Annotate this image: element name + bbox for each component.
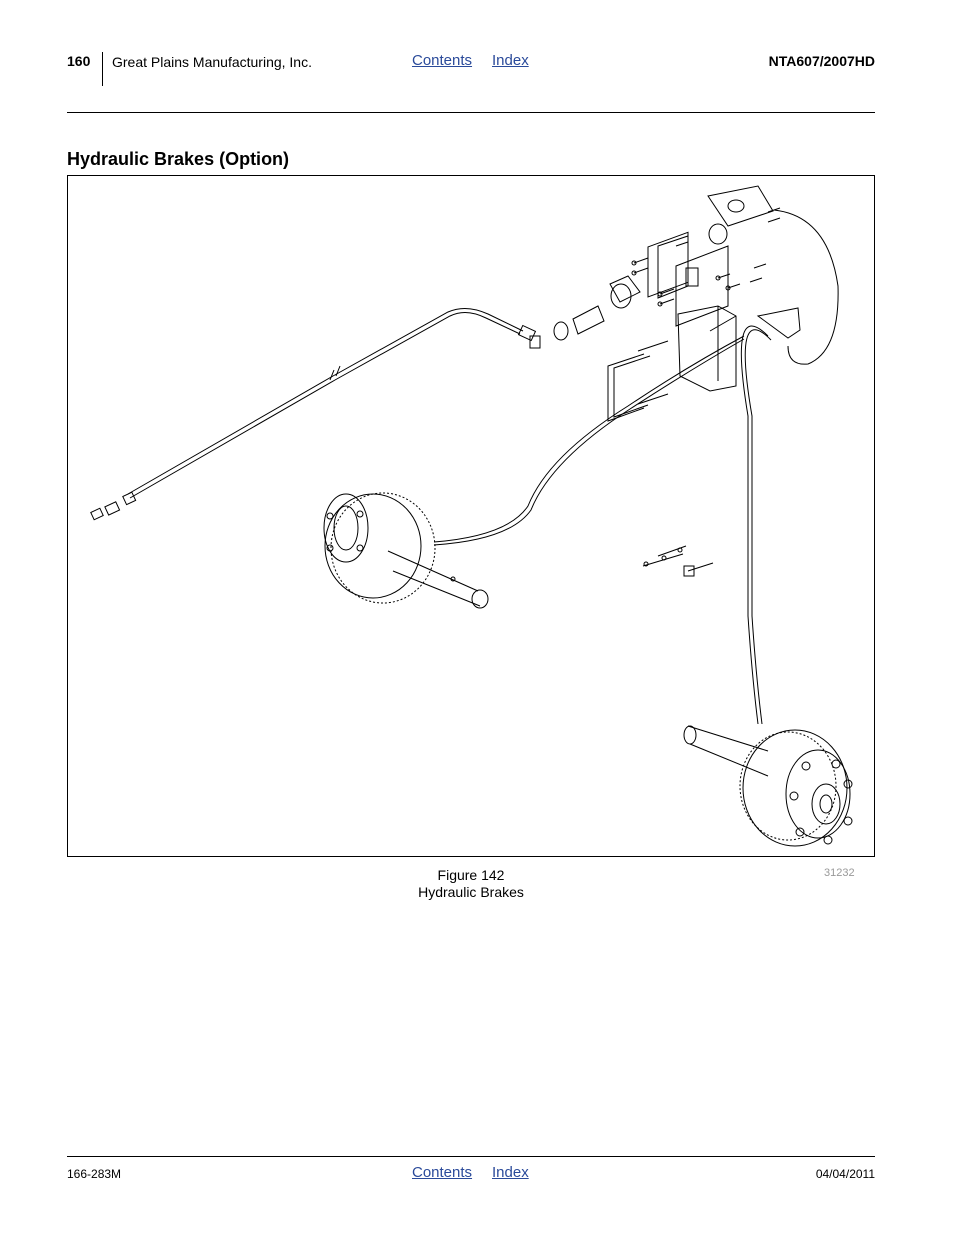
mounting-bracket [677, 305, 737, 392]
page-number: 160 [67, 53, 91, 69]
publication-date: 04/04/2011 [815, 1167, 875, 1181]
model-number: NTA607/2007HD [768, 53, 875, 69]
tee-fitting [517, 324, 541, 349]
header-divider [102, 52, 103, 86]
header-index-link[interactable]: Index [492, 52, 529, 69]
footer-index-link[interactable]: Index [492, 1164, 529, 1181]
document-number: 166-283M [67, 1167, 122, 1181]
hydraulic-brakes-illustration [90, 185, 853, 847]
footer-rule [67, 1156, 875, 1157]
small-hardware-center [642, 545, 714, 577]
brake-line-center [433, 335, 745, 546]
right-brake-drum [683, 725, 853, 847]
brake-line-right [740, 209, 839, 725]
hose-fittings-left [90, 491, 137, 521]
footer-contents-link[interactable]: Contents [412, 1164, 473, 1181]
drawing-id: 31232 [824, 867, 855, 879]
left-brake-drum [323, 492, 489, 609]
bolts-hardware [631, 241, 767, 307]
figure-frame [67, 175, 875, 857]
figure-number: Figure 142 [437, 867, 505, 883]
header-contents-link[interactable]: Contents [412, 52, 473, 69]
section-title: Hydraulic Brakes (Option) [67, 149, 290, 169]
u-bolt [607, 340, 669, 422]
figure-caption: Hydraulic Brakes [418, 884, 524, 900]
header-rule [67, 112, 875, 113]
brake-line-left [127, 308, 524, 499]
company-name: Great Plains Manufacturing, Inc. [112, 54, 312, 70]
actuator-assembly [553, 185, 781, 341]
